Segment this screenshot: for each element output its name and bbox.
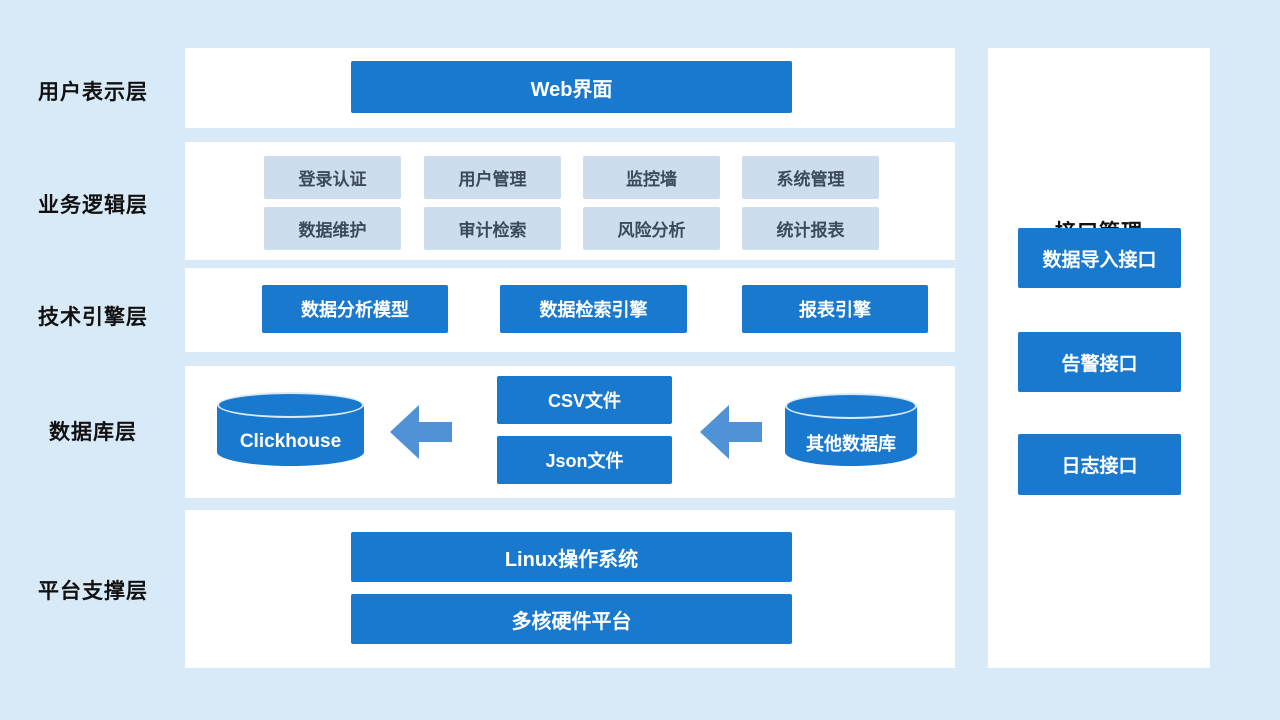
business-box-login: 登录认证 (264, 156, 401, 199)
arrow-left-icon (390, 405, 452, 459)
engine-box-report-engine: 报表引擎 (742, 285, 928, 333)
business-box-monitor: 监控墙 (583, 156, 720, 199)
interface-box-alarm: 告警接口 (1018, 332, 1181, 392)
panel-database: Clickhouse CSV文件 Json文件 其他数据库 (185, 366, 955, 498)
interface-box-log: 日志接口 (1018, 434, 1181, 495)
layer-label-business: 业务逻辑层 (38, 194, 148, 217)
json-file-box: Json文件 (497, 436, 672, 484)
csv-file-box: CSV文件 (497, 376, 672, 424)
layer-label-presentation: 用户表示层 (38, 81, 148, 104)
business-box-risk: 风险分析 (583, 207, 720, 250)
arrow-head (700, 405, 729, 459)
linux-os-box: Linux操作系统 (351, 532, 792, 582)
hardware-box: 多核硬件平台 (351, 594, 792, 644)
layer-label-database: 数据库层 (49, 421, 137, 444)
clickhouse-label: Clickhouse (239, 431, 342, 452)
business-box-report: 统计报表 (742, 207, 879, 250)
web-ui-box: Web界面 (351, 61, 792, 113)
interface-box-data-import: 数据导入接口 (1018, 228, 1181, 288)
panel-platform: Linux操作系统 多核硬件平台 (185, 510, 955, 668)
panel-presentation: Web界面 (185, 48, 955, 128)
other-database-cylinder-icon: 其他数据库 (785, 393, 917, 466)
business-box-audit: 审计检索 (424, 207, 561, 250)
business-box-user-mgmt: 用户管理 (424, 156, 561, 199)
arrow-tail (417, 422, 452, 442)
other-db-label: 其他数据库 (806, 433, 896, 454)
arrow-tail (727, 422, 762, 442)
cylinder-top (217, 392, 364, 418)
cylinder-top (785, 393, 917, 419)
panel-engine: 数据分析模型 数据检索引擎 报表引擎 (185, 268, 955, 352)
engine-box-search-engine: 数据检索引擎 (500, 285, 687, 333)
arrow-left-icon (700, 405, 762, 459)
panel-interface-management: 接口管理 数据导入接口 告警接口 日志接口 (988, 48, 1210, 668)
clickhouse-database-cylinder-icon: Clickhouse (217, 392, 364, 466)
panel-business: 登录认证 用户管理 监控墙 系统管理 数据维护 审计检索 风险分析 统计报表 (185, 142, 955, 260)
layer-label-platform: 平台支撑层 (38, 580, 148, 603)
engine-box-analysis-model: 数据分析模型 (262, 285, 448, 333)
layer-label-engine: 技术引擎层 (38, 306, 148, 329)
business-box-data-maint: 数据维护 (264, 207, 401, 250)
business-box-sys-mgmt: 系统管理 (742, 156, 879, 199)
arrow-head (390, 405, 419, 459)
